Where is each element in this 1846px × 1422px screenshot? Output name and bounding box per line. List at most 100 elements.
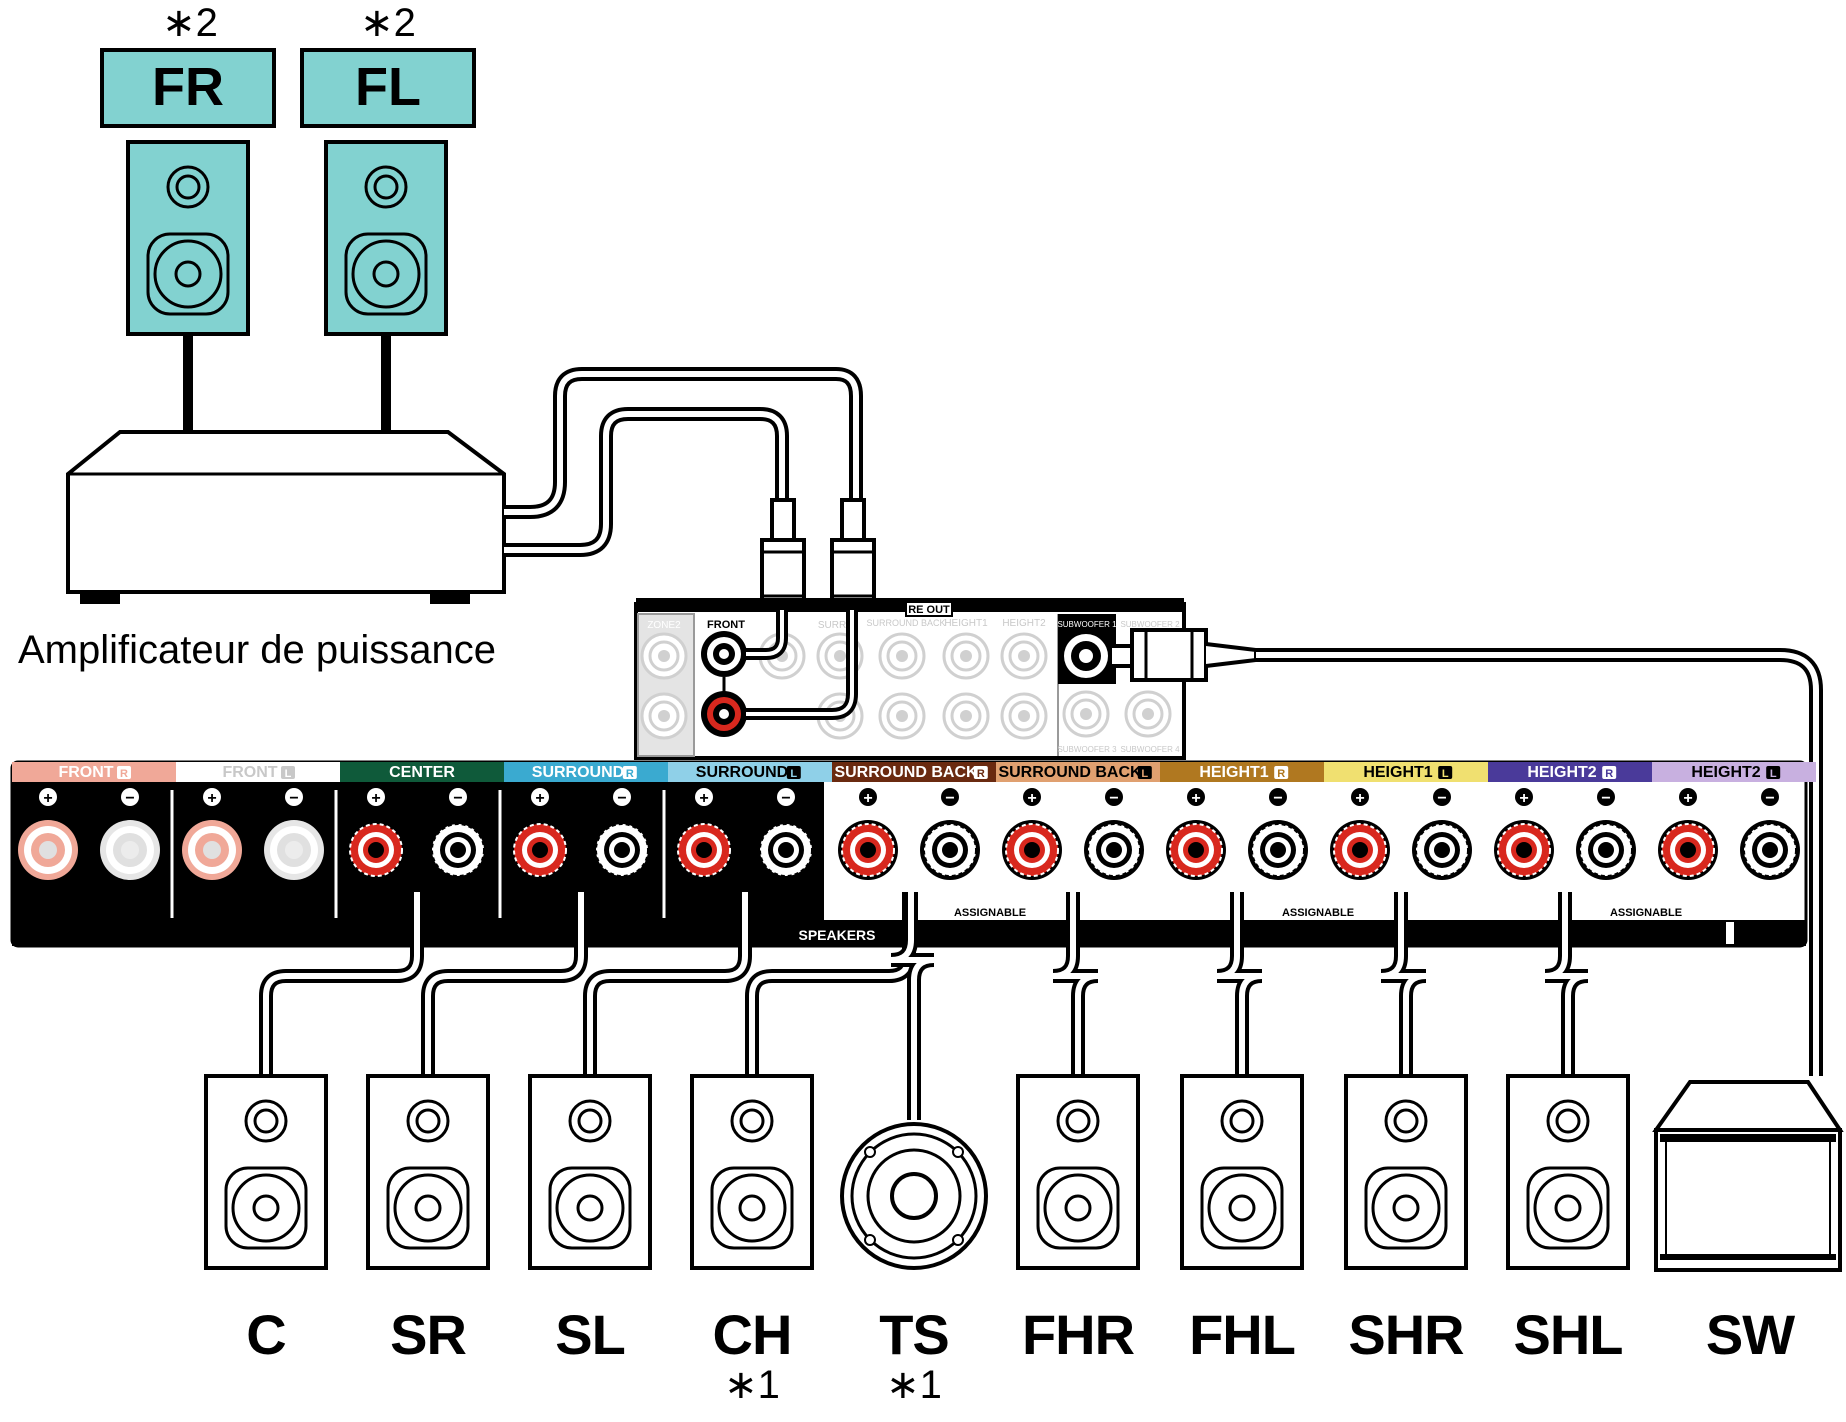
speaker-fhr xyxy=(1016,1074,1140,1270)
terminal-minus-0[interactable] xyxy=(100,820,160,880)
svg-text:−: − xyxy=(945,790,954,807)
preout-front-jack-left xyxy=(701,631,747,677)
svg-text:+: + xyxy=(1355,790,1364,807)
speaker-label-sr: SR xyxy=(390,1303,467,1366)
terminal-plus-7[interactable] xyxy=(1165,819,1227,881)
svg-text:−: − xyxy=(1273,790,1282,807)
svg-text:+: + xyxy=(699,790,708,807)
terminal-label-7: HEIGHT1 xyxy=(1199,764,1268,781)
assignable-label-2: ASSIGNABLE xyxy=(1282,907,1354,919)
terminal-minus-3[interactable] xyxy=(591,819,653,881)
terminal-minus-7[interactable] xyxy=(1247,819,1309,881)
terminal-label-4: SURROUND xyxy=(696,764,788,781)
speaker-label-ts: TS xyxy=(879,1303,950,1366)
speaker-c xyxy=(204,1074,328,1270)
terminal-side-3: R xyxy=(626,768,634,780)
svg-text:−: − xyxy=(453,790,462,807)
terminal-minus-2[interactable] xyxy=(427,819,489,881)
svg-text:−: − xyxy=(1109,790,1118,807)
terminal-label-9: HEIGHT2 xyxy=(1527,764,1596,781)
terminal-plus-0[interactable] xyxy=(18,820,78,880)
svg-text:−: − xyxy=(125,790,134,807)
speaker-label-fhr: FHR xyxy=(1021,1303,1135,1366)
terminal-label-6: SURROUND BACK xyxy=(998,764,1142,781)
fl-footnote: ∗2 xyxy=(360,1,416,45)
svg-text:+: + xyxy=(43,790,52,807)
speaker-ch xyxy=(690,1074,814,1270)
speaker-sl xyxy=(528,1074,652,1270)
terminal-side-0: R xyxy=(120,768,128,780)
terminal-plus-1[interactable] xyxy=(182,820,242,880)
terminal-plus-5[interactable] xyxy=(837,819,899,881)
terminal-plus-6[interactable] xyxy=(1001,819,1063,881)
preout-cable-front-left xyxy=(504,407,789,557)
rca-plug-left xyxy=(760,498,806,612)
terminal-label-10: HEIGHT2 xyxy=(1691,764,1760,781)
speaker-label-c: C xyxy=(246,1303,286,1366)
terminal-plus-9[interactable] xyxy=(1493,819,1555,881)
preout-height1-label: HEIGHT1 xyxy=(944,618,988,629)
terminal-side-9: R xyxy=(1605,768,1613,780)
svg-text:+: + xyxy=(863,790,872,807)
terminal-minus-4[interactable] xyxy=(755,819,817,881)
preout-subwoofer3-label: SUBWOOFER 3 xyxy=(1057,745,1117,754)
terminal-minus-5[interactable] xyxy=(919,819,981,881)
svg-text:+: + xyxy=(535,790,544,807)
subwoofer-cable xyxy=(1108,628,1823,1076)
terminal-side-1: L xyxy=(285,768,292,780)
terminal-minus-8[interactable] xyxy=(1411,819,1473,881)
front-left-speaker xyxy=(300,48,476,430)
assignable-label-3: ASSIGNABLE xyxy=(1610,907,1682,919)
svg-text:+: + xyxy=(207,790,216,807)
preout-subwoofer2-label: SUBWOOFER 2 xyxy=(1120,620,1180,629)
terminal-header-6 xyxy=(996,762,1160,782)
speaker-shr xyxy=(1344,1074,1468,1270)
speaker-cables xyxy=(259,892,1589,1120)
preout-front-label: FRONT xyxy=(707,619,745,631)
rca-plug-right xyxy=(830,498,876,612)
svg-text:−: − xyxy=(1765,790,1774,807)
svg-text:−: − xyxy=(1437,790,1446,807)
terminal-label-3: SURROUND xyxy=(532,764,624,781)
speaker-label-sl: SL xyxy=(555,1303,626,1366)
svg-text:+: + xyxy=(371,790,380,807)
speaker-label-shr: SHR xyxy=(1348,1303,1464,1366)
preout-subwoofer4-label: SUBWOOFER 4 xyxy=(1120,745,1180,754)
terminal-minus-9[interactable] xyxy=(1575,819,1637,881)
terminal-header-2 xyxy=(340,762,504,782)
svg-text:−: − xyxy=(289,790,298,807)
speaker-label-shl: SHL xyxy=(1513,1303,1624,1366)
speaker-shl xyxy=(1506,1074,1630,1270)
assignable-label-1: ASSIGNABLE xyxy=(954,907,1026,919)
svg-text:−: − xyxy=(1601,790,1610,807)
terminal-plus-10[interactable] xyxy=(1657,819,1719,881)
terminal-label-8: HEIGHT1 xyxy=(1363,764,1432,781)
terminal-plus-8[interactable] xyxy=(1329,819,1391,881)
terminal-label-0: FRONT xyxy=(58,764,113,781)
front-right-speaker xyxy=(100,48,276,430)
terminal-header-0 xyxy=(12,762,176,782)
speaker-sw xyxy=(1652,1080,1844,1272)
preout-subwoofer1-label: SUBWOOFER 1 xyxy=(1057,620,1117,629)
terminal-header-1 xyxy=(176,762,340,782)
terminal-label-5: SURROUND BACK xyxy=(834,764,978,781)
svg-text:−: − xyxy=(781,790,790,807)
speaker-fhl xyxy=(1180,1074,1304,1270)
speaker-footnote-ch: ∗1 xyxy=(724,1363,780,1407)
terminal-minus-1[interactable] xyxy=(264,820,324,880)
terminal-side-4: L xyxy=(790,768,797,780)
terminal-plus-2[interactable] xyxy=(345,819,407,881)
preout-zone2-label: ZONE2 xyxy=(647,620,681,631)
terminal-plus-3[interactable] xyxy=(509,819,571,881)
speaker-label-sw: SW xyxy=(1705,1303,1795,1366)
terminal-side-8: L xyxy=(1442,768,1449,780)
terminal-minus-10[interactable] xyxy=(1739,819,1801,881)
terminal-plus-4[interactable] xyxy=(673,819,735,881)
terminal-label-1: FRONT xyxy=(222,764,277,781)
speakers-panel-label: SPEAKERS xyxy=(798,927,875,943)
terminal-minus-6[interactable] xyxy=(1083,819,1145,881)
preout-panel: RE OUT ZONE2 FRONT SURR SURROUND BACK HE… xyxy=(634,598,1186,760)
svg-text:+: + xyxy=(1027,790,1036,807)
speaker-footnote-ts: ∗1 xyxy=(886,1363,942,1407)
